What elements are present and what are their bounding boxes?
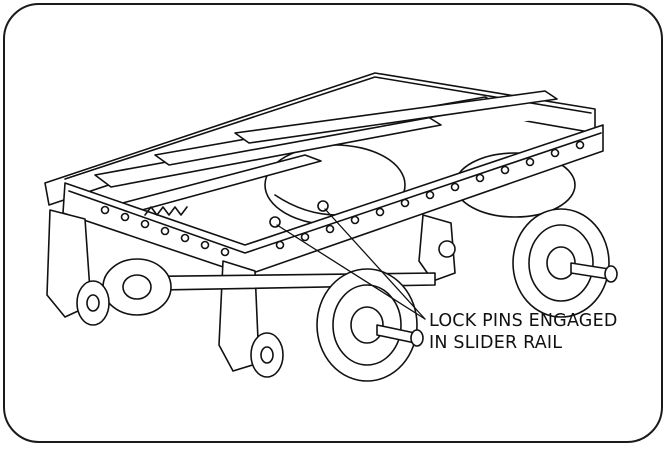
brake-drum-front [316, 268, 424, 382]
shock-spring [144, 206, 188, 216]
pivot-bushings [76, 240, 456, 378]
figure-frame: LOCK PINS ENGAGED IN SLIDER RAIL [3, 3, 663, 443]
callout-line-2: IN SLIDER RAIL [429, 333, 563, 353]
cross-members [94, 90, 558, 214]
trailer-suspension-illustration [44, 72, 618, 382]
brake-drum-rear [512, 208, 618, 318]
lock-pins-callout-label: LOCK PINS ENGAGED IN SLIDER RAIL [429, 310, 618, 354]
lock-pins [269, 200, 329, 228]
callout-line-1: LOCK PINS ENGAGED [429, 311, 618, 331]
callout-leaders [276, 208, 426, 320]
